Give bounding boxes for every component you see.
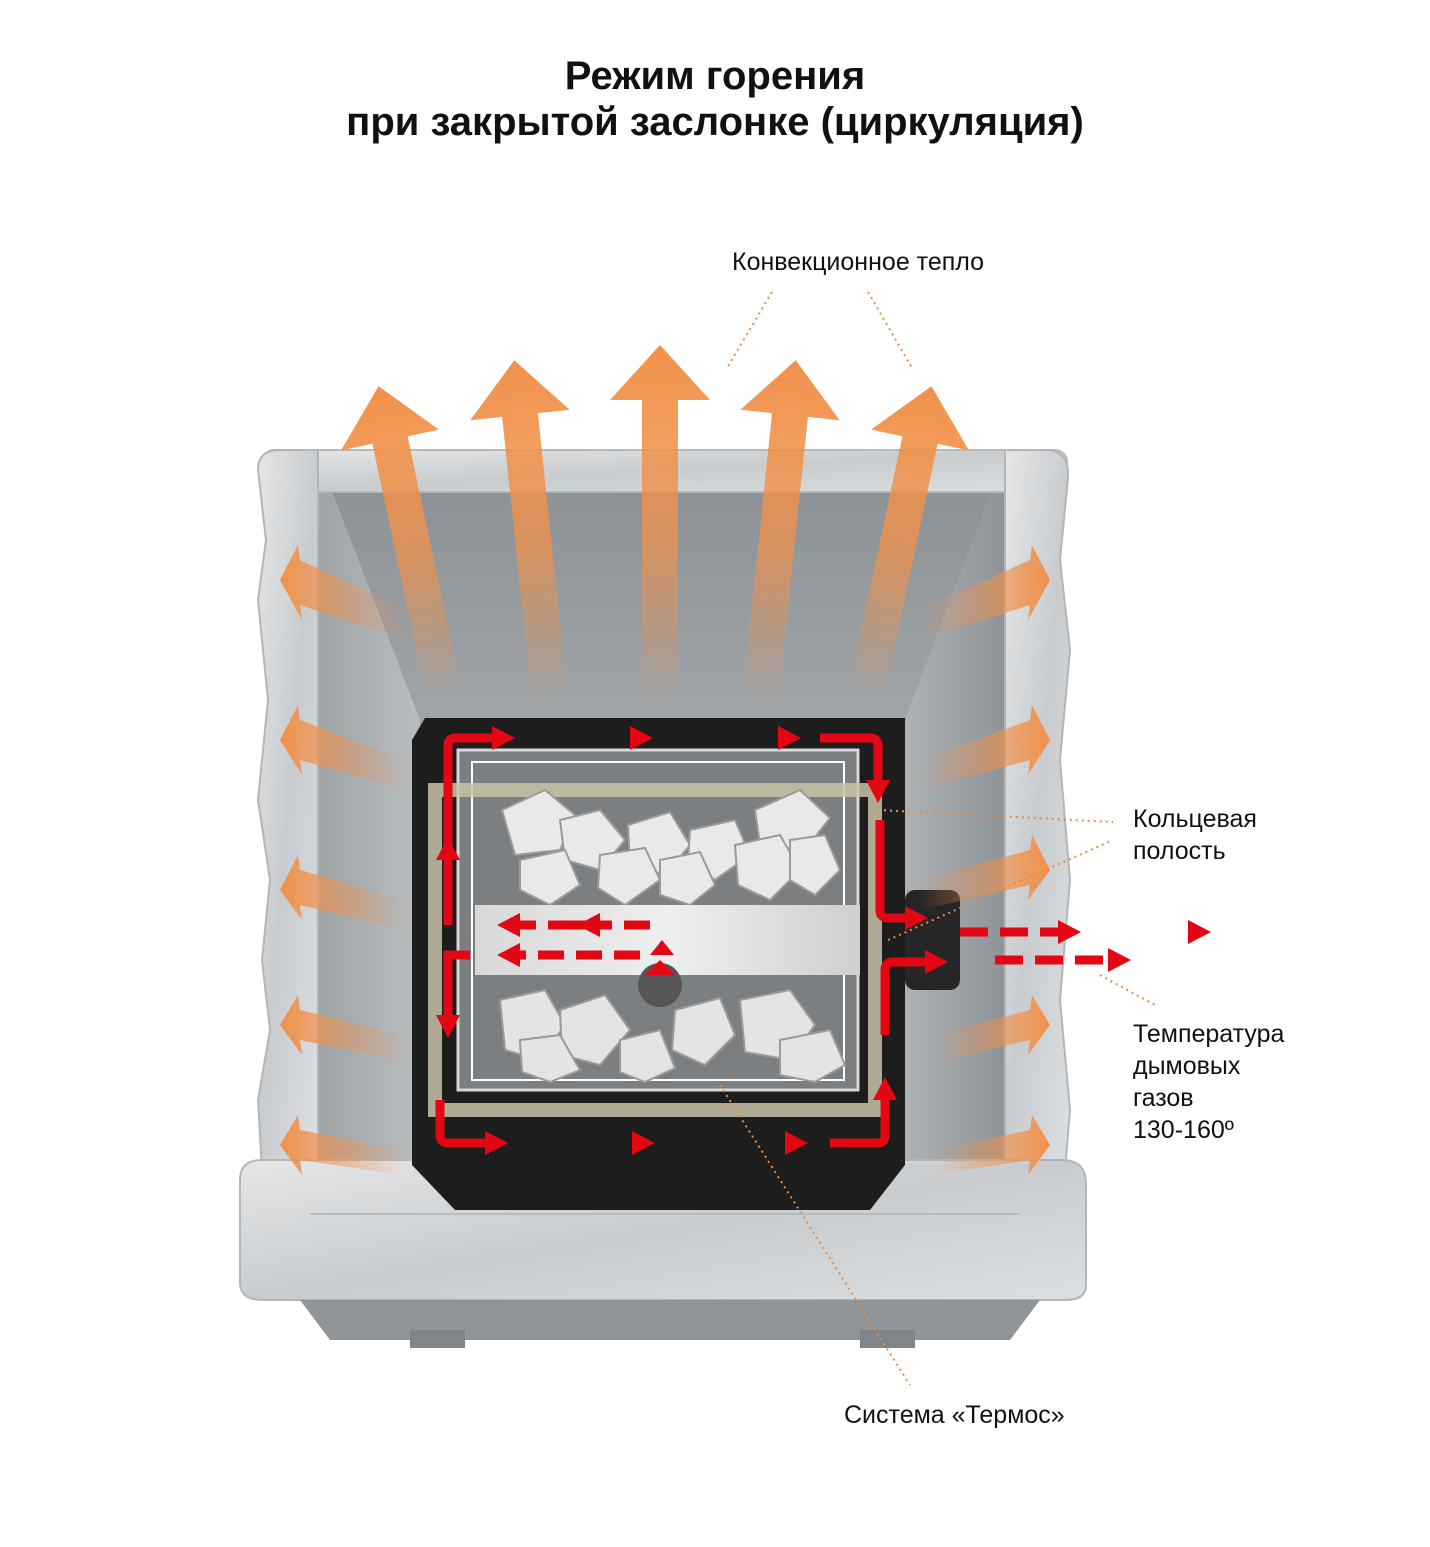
leader-lines (719, 291, 1156, 1386)
convection-arrow-4 (740, 360, 840, 701)
leader-convection-left (726, 291, 773, 369)
label-flue-temp-line3: газов (1133, 1084, 1194, 1112)
page-title-line2: при закрытой заслонке (циркуляция) (346, 100, 1084, 144)
convection-arrows-right (920, 545, 1050, 1175)
leader-thermos (719, 1084, 911, 1386)
convection-arrows-top (341, 345, 969, 701)
label-thermos-system: Система «Термос» (844, 1401, 1065, 1429)
leader-annular-2 (887, 839, 1114, 941)
page-title-line1: Режим горения (564, 54, 866, 98)
convection-arrows-left (280, 545, 405, 1175)
flue-gas-arrows (960, 920, 1211, 972)
stones-lower (498, 988, 847, 1084)
right-stone-column (1004, 449, 1072, 1171)
convection-arrow-3 (610, 345, 710, 700)
convection-arrow-2 (470, 360, 570, 701)
label-annular-line2: полость (1133, 837, 1226, 865)
leader-flue-temp (1099, 974, 1156, 1006)
label-annular-line1: Кольцевая (1133, 805, 1257, 833)
heat-shaft (475, 905, 860, 975)
stones-upper (500, 788, 842, 907)
leader-convection-right (867, 291, 913, 369)
label-convection-heat: Конвекционное тепло (732, 248, 985, 276)
convection-arrow-5 (848, 386, 969, 699)
shaft-return-flow (497, 913, 675, 975)
left-stone-column (256, 449, 319, 1171)
label-flue-temp-line4: 130-160º (1133, 1116, 1234, 1144)
circulation-flow (435, 726, 948, 1155)
convection-arrow-1 (341, 386, 462, 699)
label-flue-temp-line2: дымовых (1133, 1052, 1241, 1080)
label-flue-temp-line1: Температура (1133, 1020, 1285, 1048)
